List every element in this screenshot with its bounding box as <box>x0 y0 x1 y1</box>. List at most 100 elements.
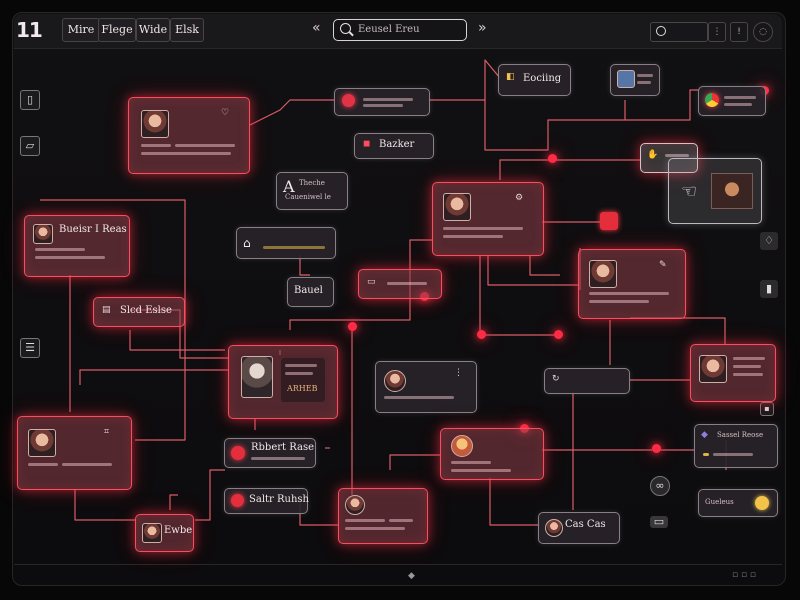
profile-card-left[interactable]: Bueisr I Reas <box>24 215 130 277</box>
theche-node[interactable]: A Theche Caueniwel le <box>276 172 348 210</box>
editing-label: Eociing <box>523 73 562 84</box>
search-input[interactable]: Eeusel Ereu <box>333 19 467 41</box>
tab-wide[interactable]: Wide <box>136 18 170 42</box>
magnifier-icon <box>656 26 666 36</box>
profile-card-lower-center[interactable] <box>440 428 544 480</box>
status-dot <box>652 444 661 453</box>
text-line <box>62 463 112 466</box>
text-line <box>363 104 403 107</box>
text-line <box>733 373 763 376</box>
bird-icon[interactable]: ♢ <box>760 232 778 250</box>
text-line <box>345 519 385 522</box>
hand-sketch-icon: ☜ <box>681 181 698 202</box>
search-icon <box>340 23 351 34</box>
bazker-node[interactable]: ◼ Bazker <box>354 133 434 159</box>
info-pill[interactable] <box>334 88 430 116</box>
link-icon[interactable]: ∞ <box>650 476 670 496</box>
wire <box>169 494 178 510</box>
photo-thumbnail <box>711 173 753 209</box>
avatar <box>443 193 471 221</box>
profile-card-bottom-center[interactable] <box>338 488 428 544</box>
bauel-node[interactable]: Bauel <box>287 277 334 307</box>
avatar <box>699 355 727 383</box>
profile-card-far-right[interactable] <box>690 344 776 402</box>
mini-profile-card[interactable] <box>610 64 660 96</box>
text-line <box>389 519 413 522</box>
text-line <box>703 453 709 456</box>
text-line <box>345 527 405 530</box>
toggle-icon <box>755 496 769 510</box>
toolbar-search-box[interactable] <box>650 22 708 42</box>
sassel-node[interactable]: ◆ Sassel Reose <box>694 424 778 468</box>
wire <box>40 199 186 441</box>
keyboard-icon[interactable]: ▭ <box>650 516 668 528</box>
text-line <box>387 282 427 285</box>
slcd-node[interactable]: ▤ Slcd Eslse <box>93 297 185 327</box>
text-line <box>141 144 171 147</box>
toolbar-menu-button[interactable]: ⋮ <box>708 22 726 42</box>
wire <box>129 330 225 351</box>
ewbe-node[interactable]: Ewbe <box>135 514 194 552</box>
profile-card-bottom-left[interactable]: ⌗ <box>17 416 132 490</box>
list-icon[interactable]: ☰ <box>20 338 40 358</box>
saltr-node[interactable]: Saltr Ruhsh <box>224 488 309 514</box>
image-preview-card[interactable]: ☜ <box>668 158 762 224</box>
avatar <box>384 370 406 392</box>
split-icon[interactable]: ▮ <box>760 280 778 298</box>
profile-card-top-left[interactable]: ♡ <box>128 97 250 174</box>
text-line <box>263 246 325 249</box>
tab-flege[interactable]: Flege <box>98 18 136 42</box>
folder-icon: ◧ <box>506 72 515 82</box>
wire <box>428 59 501 101</box>
panel-toggle-icon[interactable]: ▯ <box>20 90 40 110</box>
mini-square-icon[interactable]: ▪ <box>760 402 774 416</box>
eaty-node[interactable]: ↻ <box>544 368 630 394</box>
note-icon[interactable]: ▱ <box>20 136 40 156</box>
wire <box>487 255 578 286</box>
cas-label: Cas Cas <box>565 519 606 530</box>
robert-node[interactable]: Rbbert Rase <box>224 438 316 468</box>
text-line <box>384 396 454 399</box>
profile-card-dark[interactable]: ⋮ <box>375 361 477 413</box>
text-line <box>285 372 313 375</box>
profile-card-right[interactable]: ✎ <box>578 249 686 319</box>
gueleus-label: Gueleus <box>705 498 734 506</box>
book-icon: ▤ <box>102 305 111 315</box>
kese-node[interactable]: ⌂ <box>236 227 336 259</box>
avatar <box>545 519 563 537</box>
profile-card-center[interactable]: ⚙ <box>432 182 544 256</box>
cas-node[interactable]: Cas Cas <box>538 512 620 544</box>
avatar <box>141 110 169 138</box>
avatar <box>241 356 273 398</box>
toolbar-settings-button[interactable]: ◌ <box>753 22 773 42</box>
record-icon <box>231 446 245 460</box>
theche-sublabel: Caueniwel le <box>285 193 331 201</box>
wire <box>289 239 432 330</box>
avatar <box>33 224 53 244</box>
profile-card-main[interactable]: ARHEB <box>228 345 338 419</box>
ewbe-label: Ewbe <box>164 525 193 536</box>
tab-mire[interactable]: Mire <box>62 18 100 42</box>
refresh-icon: ↻ <box>552 374 560 384</box>
pink-badge-icon[interactable] <box>600 212 618 230</box>
wire <box>249 99 335 126</box>
browser-card[interactable] <box>698 86 766 116</box>
text-line <box>724 103 752 106</box>
hand-icon: ✋ <box>647 150 659 160</box>
nav-forward-icon[interactable]: » <box>478 20 487 36</box>
gueleus-node[interactable]: Gueleus <box>698 489 778 517</box>
browser-icon <box>705 93 719 107</box>
nav-back-icon[interactable]: « <box>312 20 321 36</box>
toolbar-alert-button[interactable]: ! <box>730 22 748 42</box>
status-dot <box>554 330 563 339</box>
wire <box>79 369 228 385</box>
status-icons: ▫ ▫ ▫ <box>732 570 757 580</box>
avatar <box>617 70 635 88</box>
editing-node[interactable]: ◧ Eociing <box>498 64 571 96</box>
folder-pill[interactable]: ▭ <box>358 269 442 299</box>
text-line <box>35 256 105 259</box>
tab-elsk[interactable]: Elsk <box>170 18 204 42</box>
avatar <box>28 429 56 457</box>
